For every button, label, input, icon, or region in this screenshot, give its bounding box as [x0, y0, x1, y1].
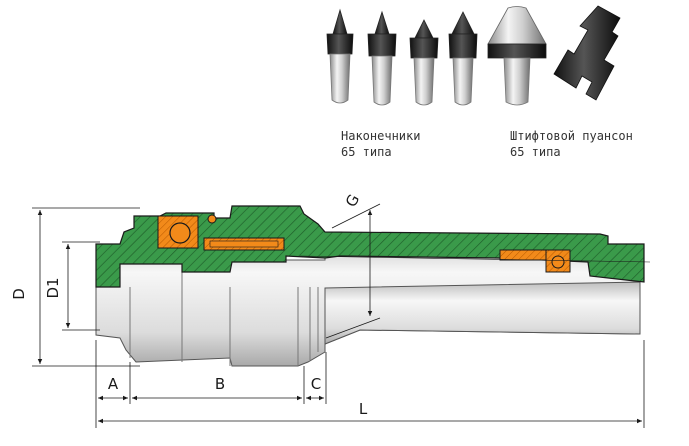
center-axis — [299, 255, 651, 263]
caption-tips-line2: 65 типа — [341, 145, 392, 159]
dim-label-a: A — [108, 375, 119, 393]
dim-label-b: B — [215, 375, 225, 393]
caption-tips: Наконечники 65 типа — [341, 128, 420, 160]
bearing-front — [157, 214, 217, 249]
pin-punch-icon — [553, 5, 621, 101]
cone-tip-icon — [448, 11, 478, 106]
caption-punch-line1: Штифтовой пуансон — [510, 129, 633, 143]
dim-label-l: L — [359, 400, 368, 418]
caption-punch: Штифтовой пуансон 65 типа — [510, 128, 633, 160]
dim-label-d: D — [10, 288, 28, 300]
needle-bearing — [203, 237, 285, 251]
dim-label-c: C — [311, 375, 321, 393]
bearing-rear — [499, 249, 571, 273]
cone-tip-icon — [409, 19, 439, 106]
dim-label-d1: D1 — [44, 277, 62, 298]
caption-punch-line2: 65 типа — [510, 145, 561, 159]
cone-tip-icon — [326, 8, 354, 104]
cone-tip-icon — [367, 10, 397, 106]
dim-label-g: G — [342, 191, 363, 210]
caption-tips-line1: Наконечники — [341, 129, 421, 143]
wide-cone-tip-icon — [487, 6, 547, 106]
